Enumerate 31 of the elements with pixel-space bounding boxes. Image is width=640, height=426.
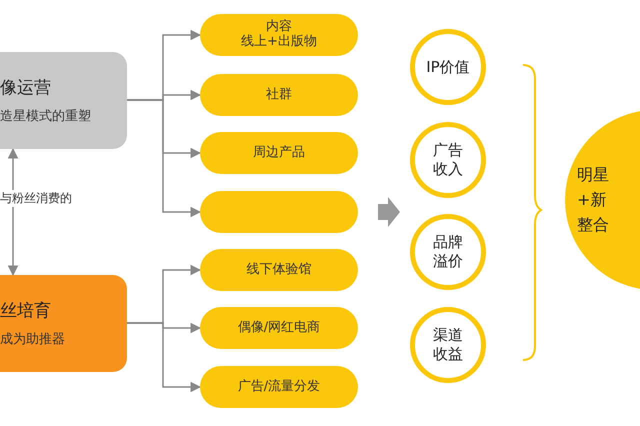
pill-text: 线下体验馆 [246, 262, 312, 278]
circle-text: +新 [577, 190, 608, 210]
pill-box [200, 14, 358, 56]
box-description: 造星模式的重塑 [0, 108, 92, 125]
pill-text: 社群 [266, 88, 292, 102]
circle-text: IP价值 [426, 58, 470, 76]
circle-text: 整合 [577, 214, 610, 236]
box-description: 成为助推器 [0, 331, 66, 348]
circle-text: 明星 [577, 164, 610, 186]
pill-box [200, 132, 358, 174]
pill-text: 内容 [266, 20, 292, 34]
circle-text: 渠道收益 [432, 326, 464, 364]
circle-text: 广告收入 [432, 141, 464, 179]
pill-box [200, 74, 358, 116]
pill-text: 周边产品 [253, 146, 305, 160]
pill-box [200, 366, 358, 408]
arrow [127, 99, 202, 218]
box-heading: 丝培育 [0, 300, 52, 322]
pill-text: 偶像/网红电商 [238, 320, 320, 336]
edge-label: 与粉丝消费的 [0, 190, 72, 207]
circle-text: 品牌溢价 [432, 233, 464, 271]
pill-box [200, 307, 358, 349]
arrow [127, 322, 202, 392]
process-box [0, 52, 127, 149]
pill-text: 广告/流量分发 [238, 380, 320, 394]
pill-text: 线上+出版物 [241, 35, 317, 50]
block-arrow [378, 197, 400, 227]
pill-box [200, 191, 358, 233]
process-box [0, 275, 127, 372]
box-heading: 像运营 [0, 77, 52, 99]
pill-box [200, 249, 358, 291]
